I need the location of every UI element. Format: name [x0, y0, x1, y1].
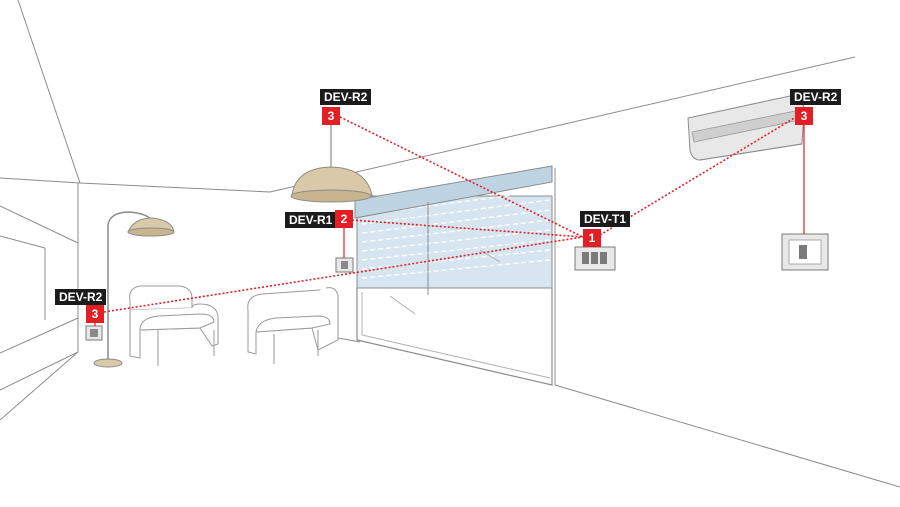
wall-switch-icon — [85, 325, 103, 341]
device-number-badge: 1 — [583, 229, 601, 247]
wall-switch-icon — [335, 257, 354, 273]
room-outline — [0, 0, 900, 488]
radio-links — [103, 116, 797, 313]
wall-keypad-icon — [574, 246, 616, 271]
device-label: DEV-T1 — [580, 211, 631, 227]
device-label: DEV-R2 — [320, 89, 372, 105]
floor-lamp-icon — [93, 211, 175, 368]
device-label: DEV-R1 — [285, 212, 337, 228]
device-label: DEV-R2 — [55, 289, 107, 305]
device-number-badge: 2 — [335, 210, 353, 228]
device-number-badge: 3 — [322, 107, 340, 125]
armchair-icon — [247, 287, 339, 364]
air-conditioner-icon — [687, 95, 805, 161]
roller-shutter-icon — [354, 165, 553, 386]
device-number-badge: 3 — [86, 305, 104, 323]
ceiling-lamp-icon — [290, 120, 373, 203]
device-number-badge: 3 — [795, 107, 813, 125]
armchair-icon — [129, 285, 219, 366]
device-label: DEV-R2 — [790, 89, 842, 105]
thermostat-panel-icon — [781, 233, 829, 271]
